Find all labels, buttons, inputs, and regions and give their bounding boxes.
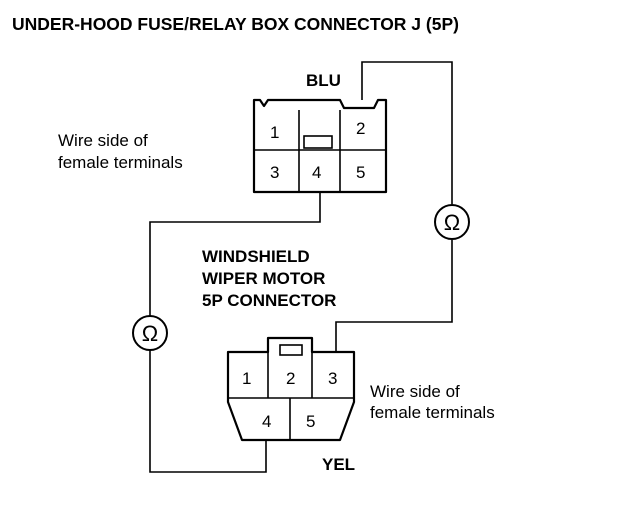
wiper-connector-color-label: YEL: [322, 455, 355, 474]
connector-j-note-line1: Wire side of: [58, 131, 148, 150]
connector-j-color-label: BLU: [306, 71, 341, 90]
wiper-connector: WINDSHIELD WIPER MOTOR 5P CONNECTOR 1 2 …: [202, 247, 495, 474]
ohmmeter-left-body: [132, 315, 168, 351]
wiper-connector-pin-2: 2: [286, 369, 295, 388]
wiper-connector-pin-4: 4: [262, 412, 271, 431]
ohmmeter-right-body: [434, 204, 470, 240]
ohmmeter-right: Ω: [434, 204, 470, 240]
test-lead-left: [149, 192, 321, 473]
ohm-icon: Ω: [444, 210, 460, 235]
connector-j: BLU 1 2 3 4 5 Wire side of female termin…: [58, 71, 388, 194]
diagram-title: UNDER-HOOD FUSE/RELAY BOX CONNECTOR J (5…: [12, 14, 459, 34]
connector-j-pin-1: 1: [270, 123, 279, 142]
test-lead-right: [335, 61, 453, 352]
wiper-connector-pin-1: 1: [242, 369, 251, 388]
wiper-connector-pin-5: 5: [306, 412, 315, 431]
connector-j-housing: [252, 98, 388, 194]
connector-j-pin-3: 3: [270, 163, 279, 182]
wiper-connector-note-line2: female terminals: [370, 403, 495, 422]
wiper-connector-pin-3: 3: [328, 369, 337, 388]
wiper-connector-housing: [226, 336, 356, 442]
connector-j-pin-4: 4: [312, 163, 321, 182]
ohmmeter-left: Ω: [132, 315, 168, 351]
connector-j-note-line2: female terminals: [58, 153, 183, 172]
connector-j-lock-tab: [303, 135, 333, 149]
ohm-icon: Ω: [142, 321, 158, 346]
wiper-connector-lock-tab: [279, 344, 303, 356]
wiper-connector-label-line1: WINDSHIELD: [202, 247, 310, 266]
connector-j-pin-2: 2: [356, 119, 365, 138]
wiper-connector-label-line3: 5P CONNECTOR: [202, 291, 336, 310]
connector-j-pin-5: 5: [356, 163, 365, 182]
wiper-connector-label-line2: WIPER MOTOR: [202, 269, 325, 288]
wiper-connector-note-line1: Wire side of: [370, 382, 460, 401]
